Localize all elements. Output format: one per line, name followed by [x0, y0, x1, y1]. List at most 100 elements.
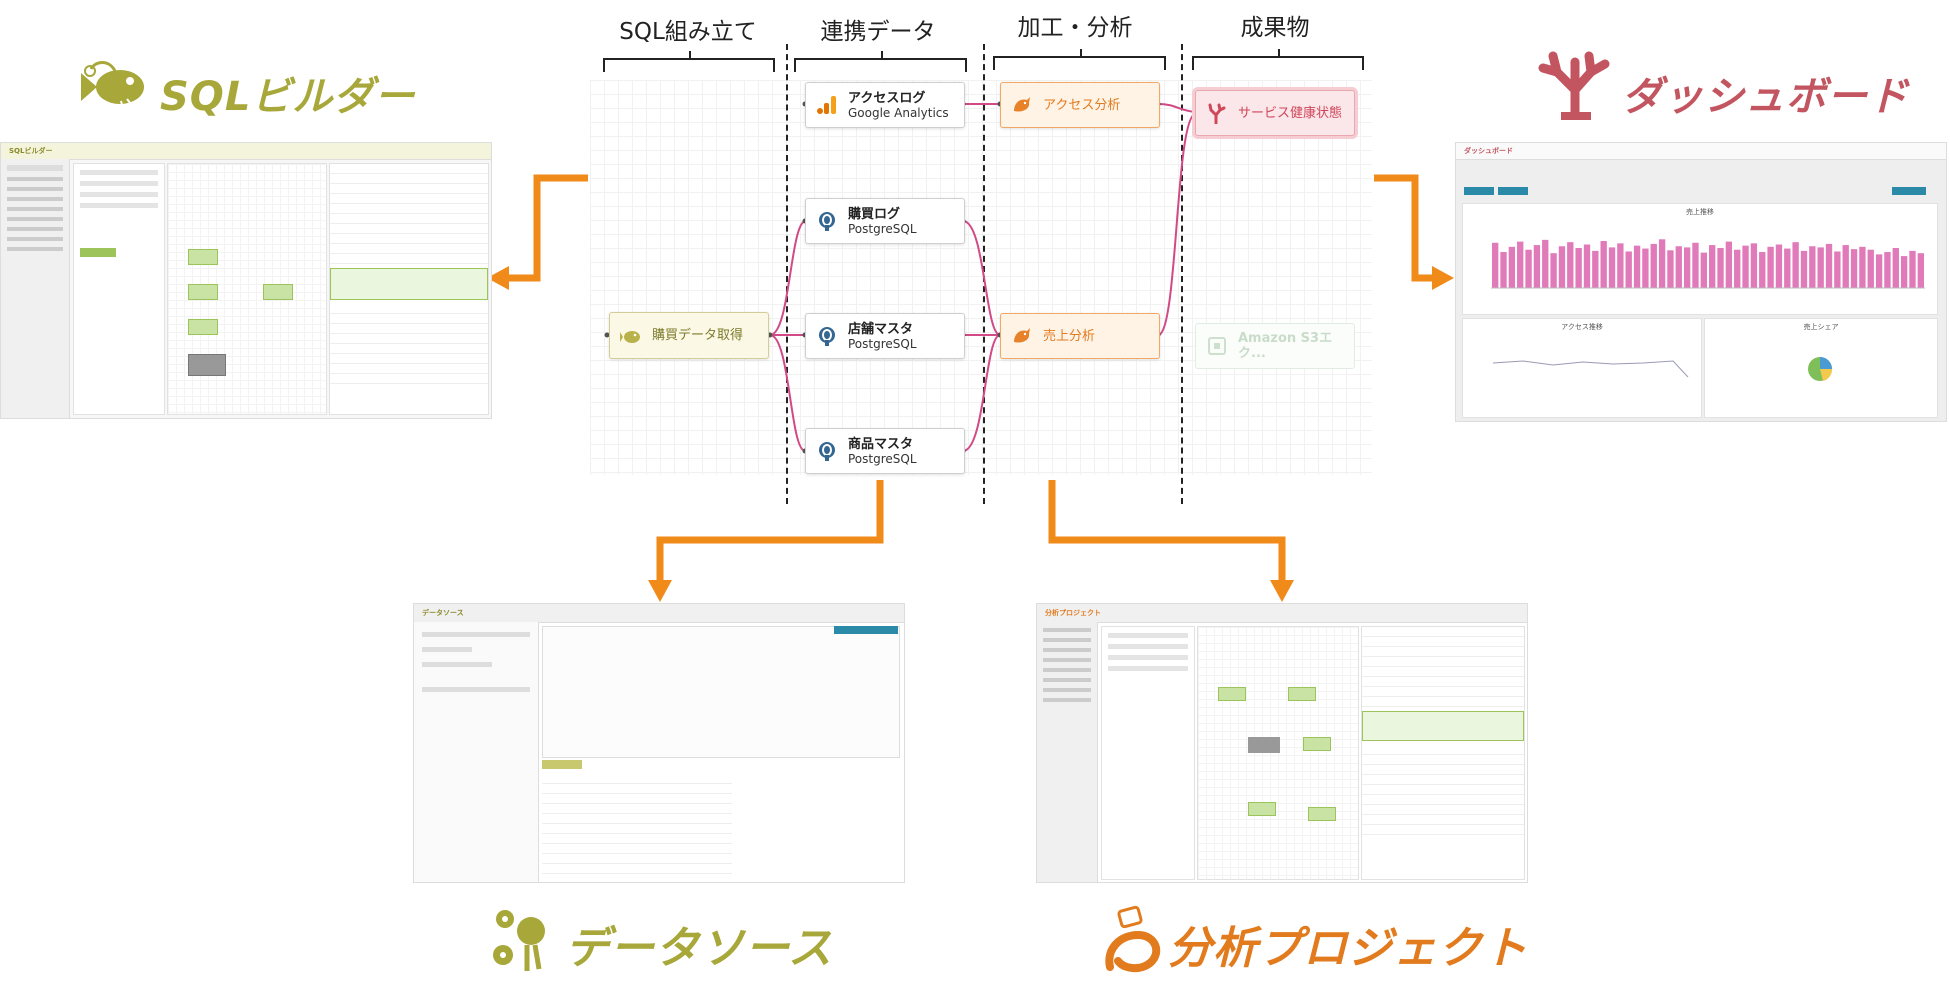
sales-bar: [1642, 248, 1649, 288]
sales-bar: [1800, 250, 1808, 288]
sales-bar: [1658, 239, 1666, 288]
sales-bar: [1625, 251, 1632, 288]
dashboard-logo-text: ダッシュボード: [1622, 74, 1909, 120]
sales-bar: [1608, 247, 1616, 288]
sales-bar: [1583, 244, 1591, 288]
node-sales-analysis[interactable]: 売上分析: [1000, 313, 1160, 359]
separator-3: [1181, 44, 1183, 504]
google-analytics-icon: [817, 96, 836, 114]
sales-bar: [1842, 245, 1849, 288]
data-source-logo-text: データソース: [565, 923, 833, 974]
node-s3-export[interactable]: Amazon S3エク...: [1195, 323, 1355, 369]
sales-bar: [1617, 243, 1624, 288]
sales-bar: [1767, 246, 1774, 288]
sales-bar: [1859, 246, 1866, 288]
sales-bar: [1884, 252, 1891, 288]
sales-bar: [1525, 249, 1532, 288]
sales-bar: [1717, 247, 1724, 288]
sales-bar: [1500, 252, 1507, 288]
sales-bar: [1817, 247, 1824, 288]
link-sql-purchase: [769, 220, 806, 336]
screenshot-analysis-project: 分析プロジェクト: [1036, 603, 1528, 883]
sales-bar: [1683, 247, 1691, 288]
column-header-process: 加工・分析: [1017, 15, 1133, 41]
screenshot-data-source: データソース: [413, 603, 905, 883]
analysis-bird-icon: [1014, 97, 1030, 112]
fish-icon: [620, 330, 640, 343]
sales-bar: [1533, 245, 1541, 288]
sales-trend-chart: [1491, 239, 1925, 289]
sales-trend-panel: 売上推移: [1462, 203, 1938, 315]
screenshot-sql-builder: SQLビルダー: [0, 142, 492, 419]
sql-builder-logo-text: SQLビルダー: [160, 74, 416, 120]
screenshot-sidebar: [1, 159, 70, 418]
sales-bar: [1784, 248, 1791, 288]
analysis-project-logo-icon: [1105, 905, 1161, 972]
sales-bar: [1875, 254, 1883, 288]
column-header-sql: SQL組み立て: [619, 19, 757, 45]
sales-bar: [1600, 241, 1607, 288]
sales-bar: [1750, 243, 1758, 288]
sales-bar: [1709, 245, 1716, 288]
sales-share-panel: 売上シェア: [1704, 318, 1938, 418]
screenshot-dashboard: ダッシュボード 売上推移 アクセス推移 売上シェア: [1455, 142, 1947, 422]
sales-bar: [1792, 242, 1799, 288]
coral-icon: [1208, 103, 1226, 124]
column-bracket-process: [993, 49, 1166, 70]
arrow-to-datasource: [656, 480, 884, 582]
sales-bar: [1567, 242, 1574, 288]
sales-bar: [1725, 241, 1733, 288]
postgresql-icon: [819, 327, 835, 346]
sales-bar: [1550, 253, 1557, 288]
node-service-health[interactable]: サービス健康状態: [1195, 90, 1355, 136]
sales-bar: [1558, 246, 1566, 288]
arrow-to-dashboard: [1374, 174, 1440, 282]
sales-bar: [1667, 250, 1674, 288]
link-sql-product: [769, 334, 806, 452]
link-sales-health: [1157, 113, 1196, 336]
column-bracket-output: [1192, 49, 1364, 70]
screenshot-header: SQLビルダー: [1, 143, 491, 160]
dashboard-logo-icon: [1538, 51, 1610, 120]
s3-icon: [1208, 337, 1226, 355]
sales-bar: [1825, 243, 1833, 288]
sales-bar: [1517, 241, 1524, 288]
node-purchase-data-query[interactable]: 購買データ取得: [609, 312, 769, 359]
node-access-analysis[interactable]: アクセス分析: [1000, 82, 1160, 128]
arrow-to-sqlbuilder: [505, 174, 588, 282]
postgresql-icon: [819, 442, 835, 461]
sales-bar: [1542, 239, 1549, 288]
sales-bar: [1909, 250, 1916, 288]
analysis-project-logo-text: 分析プロジェクト: [1168, 923, 1528, 974]
link-access-health: [1157, 103, 1196, 113]
sales-bar: [1917, 253, 1924, 288]
column-bracket-data: [794, 51, 967, 72]
link-purchase-sales: [962, 220, 1001, 336]
sales-bar: [1775, 244, 1783, 288]
sales-bar: [1675, 246, 1682, 288]
sales-bar: [1759, 252, 1766, 288]
access-trend-panel: アクセス推移: [1462, 318, 1702, 418]
separator-1: [786, 44, 788, 504]
column-bracket-sql: [603, 51, 775, 72]
sales-bar: [1692, 242, 1699, 288]
link-product-sales: [962, 334, 1001, 452]
sales-bar: [1742, 245, 1749, 288]
sales-bar: [1900, 256, 1908, 288]
pipeline-canvas: [590, 80, 1372, 475]
sales-bar: [1850, 249, 1858, 288]
sales-bar: [1492, 242, 1499, 288]
sales-bar: [1633, 245, 1641, 288]
sales-bar: [1592, 250, 1599, 288]
arrow-to-analysis-project: [1048, 480, 1286, 582]
sales-bar: [1809, 246, 1816, 288]
sales-bar: [1575, 247, 1582, 288]
data-source-logo-icon: [493, 910, 545, 971]
sales-bar: [1834, 251, 1841, 288]
sales-bar: [1734, 249, 1741, 288]
